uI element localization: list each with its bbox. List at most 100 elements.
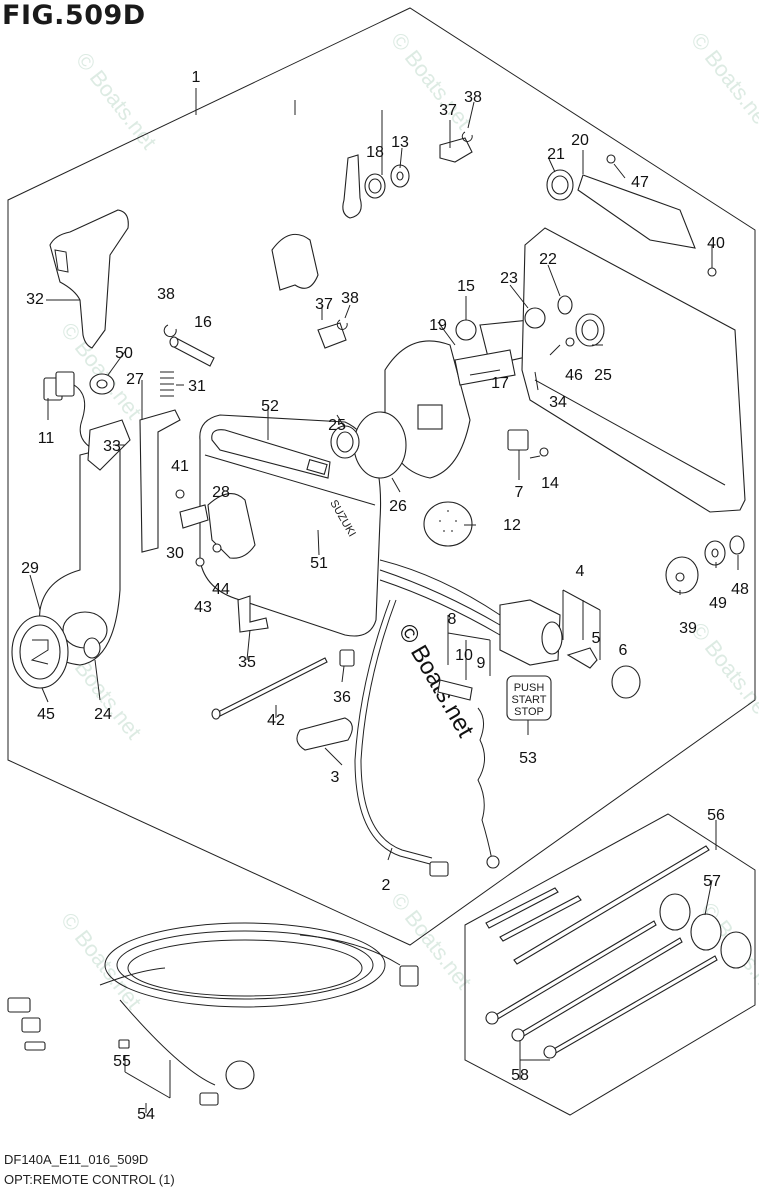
part-5-key[interactable] bbox=[566, 647, 598, 669]
callout-3: 3 bbox=[331, 769, 340, 786]
callout-50: 50 bbox=[115, 345, 133, 362]
part-38-e-clip-upper[interactable] bbox=[461, 131, 473, 142]
button-text-stop: STOP bbox=[514, 706, 544, 718]
part-24-boss[interactable] bbox=[83, 637, 101, 659]
callout-16: 16 bbox=[194, 314, 212, 331]
callout-20: 20 bbox=[571, 132, 589, 149]
callout-22: 22 bbox=[539, 251, 557, 268]
callout-47: 47 bbox=[631, 174, 649, 191]
part-47-screw[interactable] bbox=[606, 154, 616, 164]
part-38-e-clip-left[interactable] bbox=[163, 324, 177, 338]
part-37-bracket-upper[interactable] bbox=[439, 137, 473, 163]
callout-49: 49 bbox=[709, 595, 727, 612]
part-6-key-cap[interactable] bbox=[611, 665, 641, 699]
callout-48: 48 bbox=[731, 581, 749, 598]
callout-30: 30 bbox=[166, 545, 184, 562]
watermark: © Boats.net bbox=[686, 28, 759, 134]
part-12-buzzer[interactable] bbox=[423, 501, 473, 547]
part-55-fuse[interactable] bbox=[118, 1039, 130, 1049]
part-10-lanyard-switch[interactable] bbox=[437, 679, 473, 701]
part-3-plate[interactable] bbox=[296, 717, 353, 751]
kit-outline bbox=[464, 813, 756, 1116]
callout-41: 41 bbox=[171, 458, 189, 475]
part-13-washer[interactable] bbox=[390, 164, 410, 188]
part-2-harness[interactable] bbox=[354, 599, 449, 877]
callout-12: 12 bbox=[503, 517, 521, 534]
part-53-push-start-stop-button[interactable]: PUSH START STOP bbox=[506, 675, 552, 721]
part-4-ignition-switch[interactable] bbox=[379, 559, 563, 666]
part-32-handle-grip[interactable] bbox=[49, 209, 129, 349]
callout-6: 6 bbox=[619, 642, 628, 659]
callout-19: 19 bbox=[429, 317, 447, 334]
part-26-gear[interactable] bbox=[353, 411, 407, 479]
part-57-grommets[interactable] bbox=[659, 893, 752, 969]
part-11-switch[interactable] bbox=[43, 371, 96, 451]
button-text-push: PUSH bbox=[514, 682, 545, 694]
part-38-e-clip-mid[interactable] bbox=[336, 319, 348, 330]
part-37-bracket-mid[interactable] bbox=[317, 322, 347, 349]
callout-7: 7 bbox=[515, 484, 524, 501]
part-31-spring[interactable] bbox=[160, 371, 174, 397]
part-54-main-harness[interactable] bbox=[7, 922, 419, 1106]
part-49-washer[interactable] bbox=[704, 540, 726, 566]
part-56-cable-ties[interactable] bbox=[485, 845, 710, 965]
callout-27: 27 bbox=[126, 371, 144, 388]
callout-11: 11 bbox=[38, 430, 55, 447]
part-28-friction-plate[interactable] bbox=[207, 493, 256, 559]
part-20-lever-bar[interactable] bbox=[577, 174, 696, 249]
part-58-long-screws[interactable] bbox=[485, 920, 718, 1059]
part-46-screw[interactable] bbox=[565, 337, 575, 347]
callout-36: 36 bbox=[333, 689, 351, 706]
callout-34: 34 bbox=[549, 394, 567, 411]
part-22-ring[interactable] bbox=[557, 295, 573, 315]
part-9-lanyard[interactable] bbox=[477, 707, 500, 869]
part-21-seal[interactable] bbox=[546, 169, 574, 201]
part-42-long-screw[interactable] bbox=[211, 657, 328, 720]
part-40-screw[interactable] bbox=[707, 267, 717, 277]
part-shift-lever-link[interactable] bbox=[342, 154, 362, 219]
callout-8: 8 bbox=[448, 611, 457, 628]
part-27-bracket[interactable] bbox=[139, 409, 181, 553]
part-14-screw[interactable] bbox=[539, 447, 549, 457]
callout-38-mid: 38 bbox=[341, 290, 359, 307]
part-25-bushing-right[interactable] bbox=[575, 313, 605, 347]
part-16-pin[interactable] bbox=[169, 336, 215, 367]
part-39-bushing[interactable] bbox=[665, 556, 699, 594]
callout-24: 24 bbox=[94, 706, 112, 723]
callout-25-left: 25 bbox=[328, 417, 346, 434]
callout-13: 13 bbox=[391, 134, 409, 151]
callout-52: 52 bbox=[261, 398, 279, 415]
assembly-outline bbox=[7, 7, 756, 946]
part-50-washer[interactable] bbox=[89, 373, 115, 395]
callout-38-left: 38 bbox=[157, 286, 175, 303]
part-detent-arm[interactable] bbox=[271, 233, 319, 291]
part-43-screw[interactable] bbox=[195, 557, 205, 567]
callout-54: 54 bbox=[137, 1106, 155, 1123]
callout-32: 32 bbox=[26, 291, 44, 308]
part-35-bracket[interactable] bbox=[237, 595, 269, 633]
callout-39: 39 bbox=[679, 620, 697, 637]
callout-29: 29 bbox=[21, 560, 39, 577]
part-33-clip[interactable] bbox=[87, 419, 131, 471]
part-48-nut[interactable] bbox=[729, 535, 745, 555]
callout-14: 14 bbox=[541, 475, 559, 492]
callout-31: 31 bbox=[188, 378, 206, 395]
callout-35: 35 bbox=[238, 654, 256, 671]
part-23-gear[interactable] bbox=[524, 307, 546, 329]
part-30-plate[interactable] bbox=[179, 504, 209, 529]
part-52-indicator-panel[interactable] bbox=[211, 429, 331, 479]
part-25-bushing-left[interactable] bbox=[330, 425, 360, 459]
part-51-housing[interactable] bbox=[199, 414, 382, 637]
part-36-clip[interactable] bbox=[339, 649, 355, 667]
part-34-cover[interactable] bbox=[521, 227, 746, 513]
part-17-link[interactable] bbox=[454, 349, 516, 386]
callout-1: 1 bbox=[192, 69, 201, 86]
part-18-bushing[interactable] bbox=[364, 173, 386, 199]
callout-26: 26 bbox=[389, 498, 407, 515]
callout-28: 28 bbox=[212, 484, 230, 501]
part-45-emblem-cap[interactable] bbox=[11, 615, 69, 689]
drawing-code: DF140A_E11_016_509D bbox=[4, 1152, 149, 1167]
part-41-screw[interactable] bbox=[175, 489, 185, 499]
part-7-switch[interactable] bbox=[507, 429, 529, 451]
part-44-washer[interactable] bbox=[212, 543, 222, 553]
